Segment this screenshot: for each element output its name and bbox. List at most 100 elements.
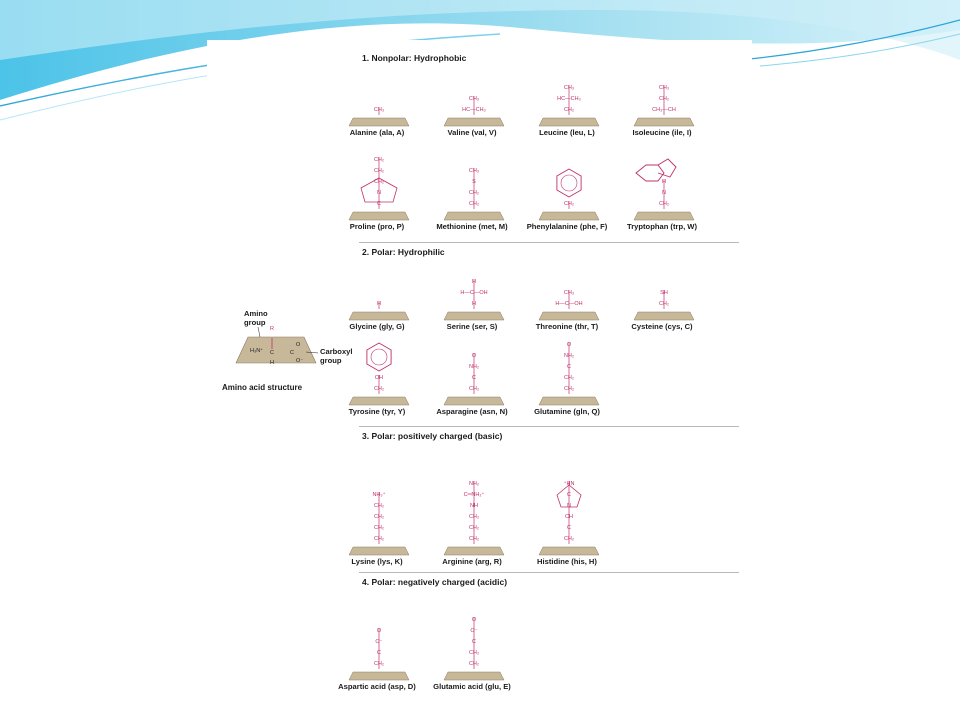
amino-acid-name: Tyrosine (tyr, Y) — [348, 407, 406, 416]
section-title-negative: 4. Polar: negatively charged (acidic) — [362, 577, 508, 587]
side-chain-atom: SH — [660, 290, 668, 296]
side-chain-atom: CH₂ — [374, 168, 384, 174]
side-chain-atom: CH₂ — [469, 386, 479, 392]
side-chain-atom: O⁻ — [470, 628, 477, 634]
side-chain-atom: CH₂ — [374, 386, 384, 392]
side-chain-atom: C — [567, 364, 571, 370]
backbone-plate — [348, 211, 410, 221]
side-chain-atom: CH₃—CH — [652, 107, 676, 113]
side-chain-atom: OH — [375, 375, 383, 381]
side-chain-atom: HC—CH₃ — [462, 107, 486, 113]
side-chain-atom: CH₂ — [469, 201, 479, 207]
side-chain-atom: NH₂ — [469, 364, 479, 370]
backbone-plate — [348, 671, 410, 681]
amino-acid-name: Alanine (ala, A) — [349, 128, 405, 137]
side-chain-atom: CH₃ — [469, 168, 479, 174]
side-chain-atom: O — [472, 353, 477, 359]
side-chain-atom: N — [662, 190, 666, 196]
side-chain-atom: N — [567, 503, 571, 509]
imidazole-ring — [556, 484, 582, 508]
backbone-plate — [538, 117, 600, 127]
amino-acid-chart-panel: 1. Nonpolar: Hydrophobic 2. Polar: Hydro… — [207, 40, 752, 691]
amino-acid-name: Serine (ser, S) — [446, 322, 498, 331]
side-chain-atom: CH₂ — [564, 375, 574, 381]
side-chain-atom: NH₃⁺ — [372, 491, 385, 498]
amino-acid-name: Tryptophan (trp, W) — [626, 222, 698, 231]
section-title-polar-hydrophilic: 2. Polar: Hydrophilic — [362, 247, 445, 257]
side-chain-atom: H—C—OH — [460, 290, 487, 296]
amino-acid-name: Phenylalanine (phe, F) — [526, 222, 608, 231]
amino-acid-structure: HH—C—OHH — [443, 279, 505, 321]
amino-acid-structure: H — [348, 301, 410, 321]
side-chain-atom: C═NH₂⁺ — [464, 491, 485, 498]
backbone-plate — [348, 396, 410, 406]
side-chain-atom: CH₂ — [659, 201, 669, 207]
side-chain-atom: CH₂ — [564, 386, 574, 392]
amino-acid-name: Glutamine (gln, Q) — [534, 407, 600, 416]
amino-acid-structure: CH₂ — [538, 168, 600, 221]
section-divider — [359, 242, 739, 243]
side-chain-atom: O — [472, 617, 477, 623]
amino-acid-name: Histidine (his, H) — [537, 557, 597, 566]
amino-acid-name: Valine (val, V) — [447, 128, 497, 137]
carboxyl-carbon: C — [290, 350, 294, 356]
side-chain-atom: O — [567, 342, 572, 348]
backbone-plate — [443, 311, 505, 321]
r-group-symbol: R — [270, 326, 274, 332]
carboxyl-oxygen-minus: O⁻ — [296, 358, 304, 364]
amino-acid-name: Methionine (met, M) — [436, 222, 508, 231]
general-structure-plate — [235, 326, 319, 364]
side-chain-atom: CH₃ — [564, 85, 574, 91]
side-chain-atom: H—C—OH — [555, 301, 582, 307]
side-chain-atom: CH₂ — [469, 190, 479, 196]
benzene-ring — [556, 168, 582, 198]
backbone-plate — [443, 396, 505, 406]
side-chain-atom: CH₂ — [564, 107, 574, 113]
side-chain-atom: NH₂ — [469, 481, 479, 487]
side-chain-atom: C — [377, 650, 381, 656]
pyrrolidine-ring — [360, 177, 398, 203]
side-chain-atom: NH — [470, 503, 478, 509]
section-title-nonpolar: 1. Nonpolar: Hydrophobic — [362, 53, 467, 63]
side-chain-atom: C — [377, 201, 381, 207]
backbone-plate — [633, 211, 695, 221]
side-chain-atom: CH₂ — [469, 525, 479, 531]
amino-acid-structure: O NH₂ C CH₂ — [443, 353, 505, 406]
amino-acid-name: Asparagine (asn, N) — [436, 407, 508, 416]
alpha-hydrogen: H — [270, 360, 274, 366]
section-divider — [359, 572, 739, 573]
amino-acid-name: Glycine (gly, G) — [349, 322, 405, 331]
side-chain-atom: C — [567, 525, 571, 531]
side-chain-atom: CH₂ — [374, 536, 384, 542]
amino-acid-name: Aspartic acid (asp, D) — [338, 682, 416, 691]
section-divider — [359, 426, 739, 427]
side-chain-atom: CH₃ — [469, 96, 479, 102]
side-chain-atom: H — [472, 279, 476, 285]
aromatic-circle — [370, 348, 388, 366]
backbone-plate — [348, 546, 410, 556]
amino-acid-name: Glutamic acid (glu, E) — [433, 682, 511, 691]
amino-acid-name: Isoleucine (ile, I) — [632, 128, 692, 137]
general-structure-caption: Amino acid structure — [222, 383, 303, 392]
amino-nitrogen: H₃N⁺ — [250, 348, 264, 354]
side-chain-atom: C — [472, 375, 476, 381]
backbone-plate — [633, 117, 695, 127]
carboxyl-oxygen: O — [296, 342, 301, 348]
side-chain-atom: CH₂ — [374, 661, 384, 667]
side-chain-atom: ⁺HN — [564, 480, 575, 487]
amino-acid-structure: CH₃ — [348, 107, 410, 127]
side-chain-atom: CH₂ — [374, 179, 384, 185]
side-chain-atom: H — [377, 301, 381, 307]
side-chain-atom: O⁻ — [375, 639, 382, 645]
amino-acid-name: Threonine (thr, T) — [535, 322, 599, 331]
